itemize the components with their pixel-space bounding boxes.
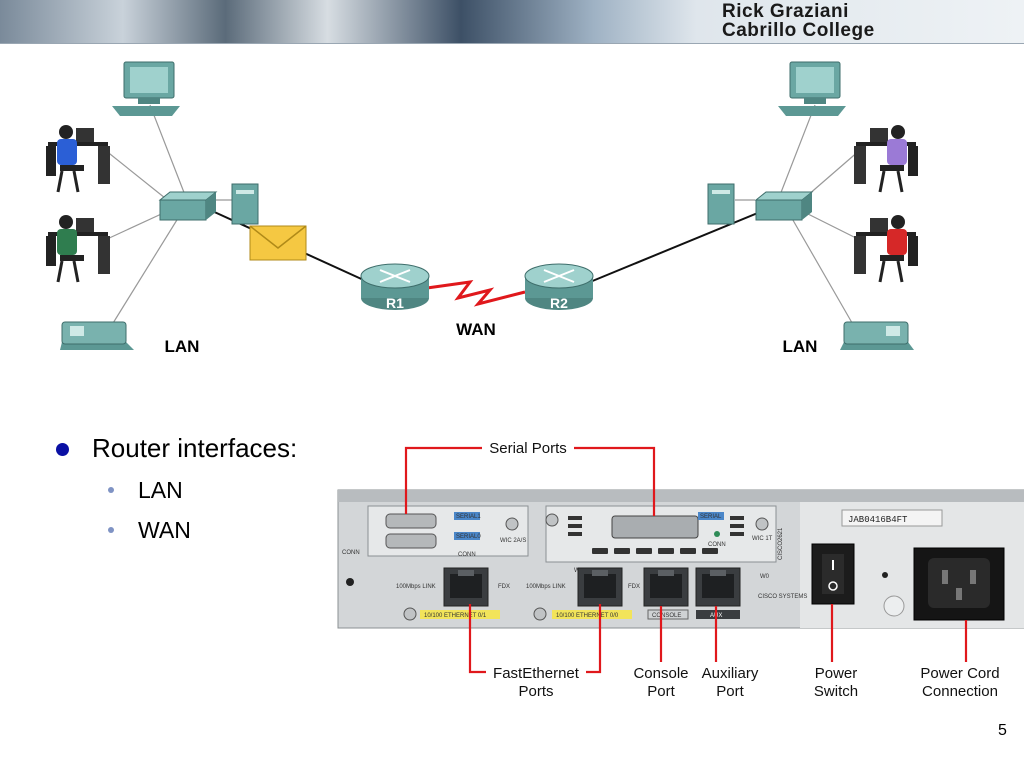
right-ip-phone-icon bbox=[840, 321, 914, 350]
r2-uplink bbox=[589, 209, 766, 283]
callout-console-line1: Console bbox=[633, 665, 688, 682]
eth01-label-strip bbox=[420, 610, 500, 619]
left-server-icon bbox=[231, 183, 259, 225]
callout-serial-ports: Serial Ports bbox=[489, 440, 567, 457]
serial1-label: SERIAL1 bbox=[456, 514, 481, 520]
serial0-label: SERIAL0 bbox=[456, 534, 481, 540]
router-r2-icon bbox=[524, 263, 594, 310]
wic-2as-card bbox=[367, 505, 529, 557]
left-switch-icon bbox=[158, 191, 218, 221]
panel-screws bbox=[403, 513, 769, 621]
eth00-link-label: 100Mbps LINK bbox=[526, 584, 566, 590]
wan-serial-link bbox=[426, 280, 526, 307]
network-diagram: R1 R2 LAN LAN WAN bbox=[46, 61, 918, 356]
sub-bullet-dot-icon bbox=[108, 527, 114, 533]
serial-number-sticker bbox=[841, 509, 943, 527]
serial-label: SERIAL bbox=[700, 514, 722, 520]
model-label: CISCO2621 bbox=[778, 527, 784, 560]
callout-fastethernet-line2: Ports bbox=[518, 683, 553, 700]
header-cable-photo bbox=[0, 0, 1024, 44]
email-envelope-icon bbox=[249, 225, 307, 261]
callout-power-cord-line2: Connection bbox=[922, 683, 998, 700]
eth00-fdx-label: FDX bbox=[628, 584, 640, 590]
right-server-icon bbox=[707, 183, 735, 225]
callout-console-line2: Port bbox=[647, 683, 675, 700]
chassis-top-edge bbox=[338, 490, 1024, 502]
aux-label-strip bbox=[696, 610, 740, 619]
callout-power-cord-line1: Power Cord bbox=[920, 665, 999, 682]
sub-bullet-text: WAN bbox=[138, 517, 191, 543]
fastethernet-0-0-port bbox=[577, 567, 623, 607]
router-r1-label: R1 bbox=[386, 295, 404, 311]
console-label-strip bbox=[647, 609, 689, 620]
wic-1t-conn-label: CONN bbox=[708, 542, 726, 548]
power-switch bbox=[811, 543, 855, 605]
right-lan-label: LAN bbox=[783, 337, 818, 356]
eth01-label: 10/100 ETHERNET 0/1 bbox=[424, 613, 487, 619]
wic-conn-label: CONN bbox=[458, 552, 476, 558]
left-top-pc-icon bbox=[112, 61, 180, 116]
right-user-2-workstation-icon bbox=[854, 215, 918, 283]
right-lan-cables bbox=[735, 104, 861, 329]
callout-auxiliary-line1: Auxiliary bbox=[702, 665, 759, 682]
eth01-link-label: 100Mbps LINK bbox=[396, 584, 436, 590]
w0-label: W0 bbox=[760, 574, 770, 580]
sub-bullet-dot-icon bbox=[108, 487, 114, 493]
left-ip-phone-icon bbox=[60, 321, 134, 350]
bullet-text: Router interfaces: bbox=[92, 433, 298, 463]
callout-fastethernet-line1: FastEthernet bbox=[493, 665, 580, 682]
institution-name: Cabrillo College bbox=[722, 20, 875, 41]
router-r1-icon bbox=[360, 263, 430, 310]
left-lan-label: LAN bbox=[165, 337, 200, 356]
left-conn-label: CONN bbox=[342, 550, 360, 556]
callout-power-switch-line2: Switch bbox=[814, 683, 858, 700]
chassis-hole bbox=[346, 578, 354, 586]
header-divider bbox=[0, 43, 1024, 44]
page-number: 5 bbox=[998, 722, 1007, 739]
eth01-fdx-label: FDX bbox=[498, 584, 510, 590]
brand-label: CISCO SYSTEMS bbox=[758, 594, 807, 600]
wic-1t-label: WIC 1T bbox=[752, 536, 773, 542]
wan-label: WAN bbox=[456, 320, 496, 339]
left-user-2-workstation-icon bbox=[46, 215, 110, 283]
console-port bbox=[643, 567, 689, 607]
auxiliary-port bbox=[695, 567, 741, 607]
header-banner: Rick Graziani Cabrillo College bbox=[0, 0, 1024, 44]
right-switch-icon bbox=[754, 191, 814, 221]
author-name: Rick Graziani bbox=[722, 1, 849, 22]
ground-screw bbox=[883, 595, 905, 617]
eth00-label-strip bbox=[552, 610, 632, 619]
sub-bullet-text: LAN bbox=[138, 477, 183, 503]
power-cord-connector bbox=[913, 547, 1005, 621]
callout-power-switch-line1: Power bbox=[815, 665, 858, 682]
chassis-hole bbox=[882, 572, 888, 578]
wic-2as-label: WIC 2A/S bbox=[500, 538, 526, 544]
fastethernet-0-1-port bbox=[443, 567, 489, 607]
bullet-dot-icon bbox=[56, 443, 69, 456]
right-top-pc-icon bbox=[778, 61, 846, 116]
wic-1t-card bbox=[545, 505, 777, 563]
eth00-label: 10/100 ETHERNET 0/0 bbox=[556, 613, 619, 619]
router-r2-label: R2 bbox=[550, 295, 568, 311]
console-label: CONSOLE bbox=[652, 613, 681, 619]
callout-lines bbox=[404, 446, 968, 674]
left-lan-cables bbox=[104, 104, 232, 329]
left-user-workstation-icon bbox=[46, 125, 110, 193]
router-rear-panel-diagram: SERIAL1 SERIAL0 CONN WIC 2A/S CONN SERIA… bbox=[337, 440, 1024, 700]
right-user-workstation-icon bbox=[854, 125, 918, 193]
callout-auxiliary-line2: Port bbox=[716, 683, 744, 700]
serial-number-text: JAB0416B4FT bbox=[848, 515, 908, 525]
